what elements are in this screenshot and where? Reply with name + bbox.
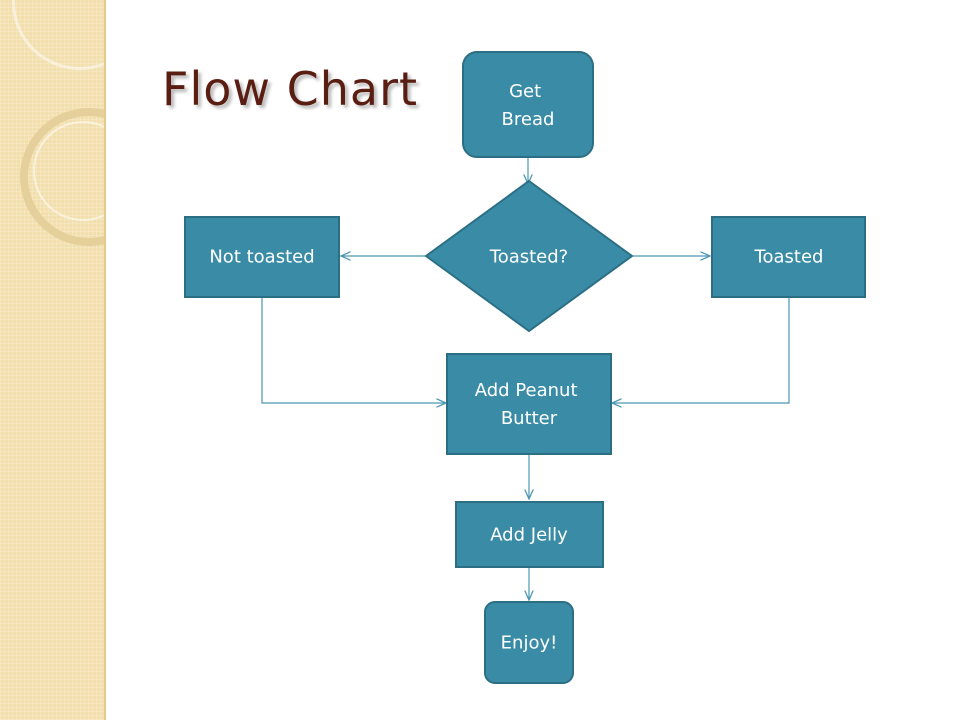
node-not-toasted-label: Not toasted [209, 247, 314, 268]
side-band-edge [104, 0, 106, 720]
node-toasted-decision: Toasted? [424, 179, 634, 333]
node-add-jelly-label: Add Jelly [490, 525, 568, 546]
node-not-toasted: Not toasted [184, 216, 340, 298]
node-get-bread-label: Get Bread [502, 81, 555, 130]
node-add-peanut-butter-label: Add Peanut Butter [475, 380, 584, 429]
node-enjoy-label: Enjoy! [501, 633, 558, 654]
node-toasted-label: Toasted [754, 247, 824, 268]
slide-title: Flow Chart [162, 62, 419, 116]
node-toasted: Toasted [711, 216, 866, 298]
node-get-bread: Get Bread [462, 51, 594, 158]
node-add-peanut-butter: Add Peanut Butter [446, 353, 612, 455]
node-toasted-decision-label: Toasted? [489, 247, 568, 268]
edge-not-toasted-to-peanut-butter [261, 298, 446, 403]
node-enjoy: Enjoy! [484, 601, 574, 684]
decorative-side-band [0, 0, 104, 720]
edge-toasted-to-peanut-butter [612, 298, 790, 403]
node-add-jelly: Add Jelly [455, 501, 604, 568]
